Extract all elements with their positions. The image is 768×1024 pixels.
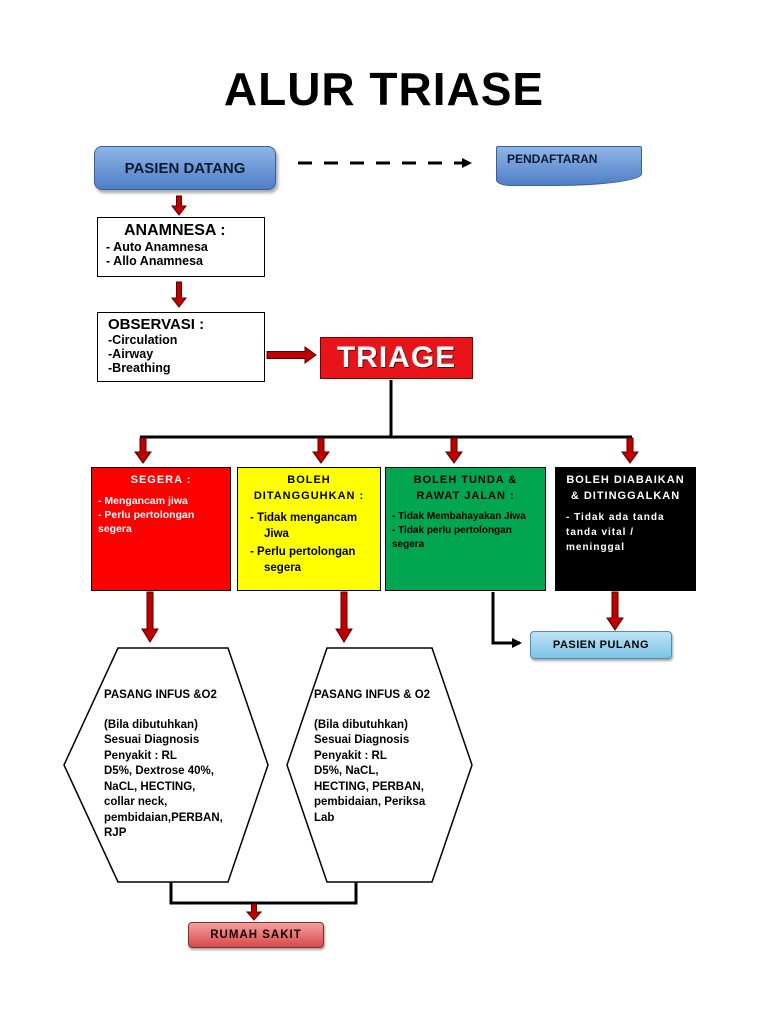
observasi-item: -Breathing: [108, 361, 171, 375]
anamnesa-title: ANAMNESA :: [124, 222, 226, 239]
page-title: ALUR TRIASE: [223, 63, 545, 115]
red-arrow-to-segera: [134, 437, 152, 464]
hexagon-line: Penyakit : RL: [104, 749, 177, 762]
category-item: - Tidak mengancam Jiwa: [250, 512, 358, 540]
red-arrow-anamnesa-observasi: [170, 281, 188, 308]
red-arrow-segera-hexagon: [141, 591, 159, 643]
hexagon-line: Sesuai Diagnosis: [314, 734, 410, 746]
connector-tunda-pulang: [491, 592, 522, 648]
red-arrow-to-ditangguhkan: [312, 437, 330, 464]
hexagon-line: D5%, NaCL,: [314, 765, 379, 777]
red-arrow-ditangguhkan-hexagon: [335, 591, 353, 643]
category-ditangguhkan: BOLEH DITANGGUHKAN : - Tidak mengancam J…: [237, 467, 381, 591]
hexagon-line: (Bila dibutuhkan): [104, 718, 198, 731]
pasien-datang-box: PASIEN DATANG: [94, 146, 276, 190]
anamnesa-item: - Allo Anamnesa: [106, 254, 204, 268]
hexagon-line: NaCL, HECTING,: [104, 780, 196, 793]
category-title: BOLEH DIABAIKAN & DITINGGALKAN: [566, 474, 685, 502]
hexagon-line: RJP: [104, 827, 127, 839]
hexagon-line: collar neck,: [104, 796, 168, 808]
hexagon-title: PASANG INFUS & O2: [314, 689, 431, 701]
hexagon-segera-text: PASANG INFUS &O2 (Bila dibutuhkan) Sesua…: [104, 688, 244, 842]
hexagon-ditangguhkan-text: PASANG INFUS & O2 (Bila dibutuhkan) Sesu…: [314, 688, 444, 826]
hexagon-line: Sesuai Diagnosis: [104, 734, 200, 746]
category-item: - Tidak Membahayakan Jiwa: [392, 511, 526, 522]
red-arrows: [134, 195, 639, 921]
rumah-sakit-box: RUMAH SAKIT: [188, 922, 324, 948]
red-arrow-pasien-anamnesa: [170, 195, 188, 216]
anamnesa-item: - Auto Anamnesa: [106, 240, 208, 254]
anamnesa-box: ANAMNESA : - Auto Anamnesa - Allo Anamne…: [97, 217, 265, 277]
category-item: - Perlu pertolongan segera: [98, 509, 195, 535]
category-title: BOLEH DITANGGUHKAN :: [253, 474, 365, 502]
category-segera: SEGERA : - Mengancam jiwa - Perlu pertol…: [91, 467, 231, 591]
connector-hexagons-rumah-sakit: [169, 882, 358, 905]
category-tunda: BOLEH TUNDA & RAWAT JALAN : - Tidak Memb…: [385, 467, 546, 591]
hexagon-line: Lab: [314, 811, 335, 824]
category-abaikan: BOLEH DIABAIKAN & DITINGGALKAN - Tidak a…: [555, 467, 696, 591]
red-arrow-abaikan-pulang: [606, 591, 624, 631]
hexagon-line: HECTING, PERBAN,: [314, 780, 424, 793]
red-arrow-observasi-triage: [266, 346, 317, 364]
category-item: - Mengancam jiwa: [98, 495, 188, 507]
pasien-pulang-box: PASIEN PULANG: [530, 631, 672, 659]
red-arrow-to-tunda: [445, 437, 463, 464]
pendaftaran-box: PENDAFTARAN: [496, 146, 642, 186]
hexagon-segera-treatment: [63, 647, 269, 883]
hexagon-line: Penyakit : RL: [314, 749, 387, 762]
hexagon-title: PASANG INFUS &O2: [104, 689, 217, 701]
red-arrow-to-abaikan: [621, 437, 639, 464]
category-item: - Perlu pertolongan segera: [250, 546, 356, 574]
observasi-item: -Circulation: [108, 333, 178, 347]
hexagon-line: pembidaian, Periksa: [314, 796, 426, 808]
observasi-box: OBSERVASI : -Circulation -Airway -Breath…: [97, 312, 265, 382]
observasi-item: -Airway: [108, 347, 154, 361]
hexagon-line: D5%, Dextrose 40%,: [104, 765, 214, 777]
triage-box: TRIAGE: [320, 337, 473, 379]
category-item: - Tidak perlu pertolongan segera: [392, 525, 512, 550]
observasi-title: OBSERVASI :: [108, 316, 205, 333]
hexagon-line: (Bila dibutuhkan): [314, 718, 408, 731]
category-title: SEGERA :: [130, 474, 192, 486]
category-title: BOLEH TUNDA & RAWAT JALAN :: [413, 474, 518, 502]
category-item: - Tidak ada tanda tanda vital / meningga…: [566, 512, 665, 553]
hexagon-ditangguhkan-treatment: [286, 647, 473, 883]
red-arrow-to-rumah-sakit: [245, 903, 263, 921]
hexagon-line: pembidaian,PERBAN,: [104, 811, 223, 824]
